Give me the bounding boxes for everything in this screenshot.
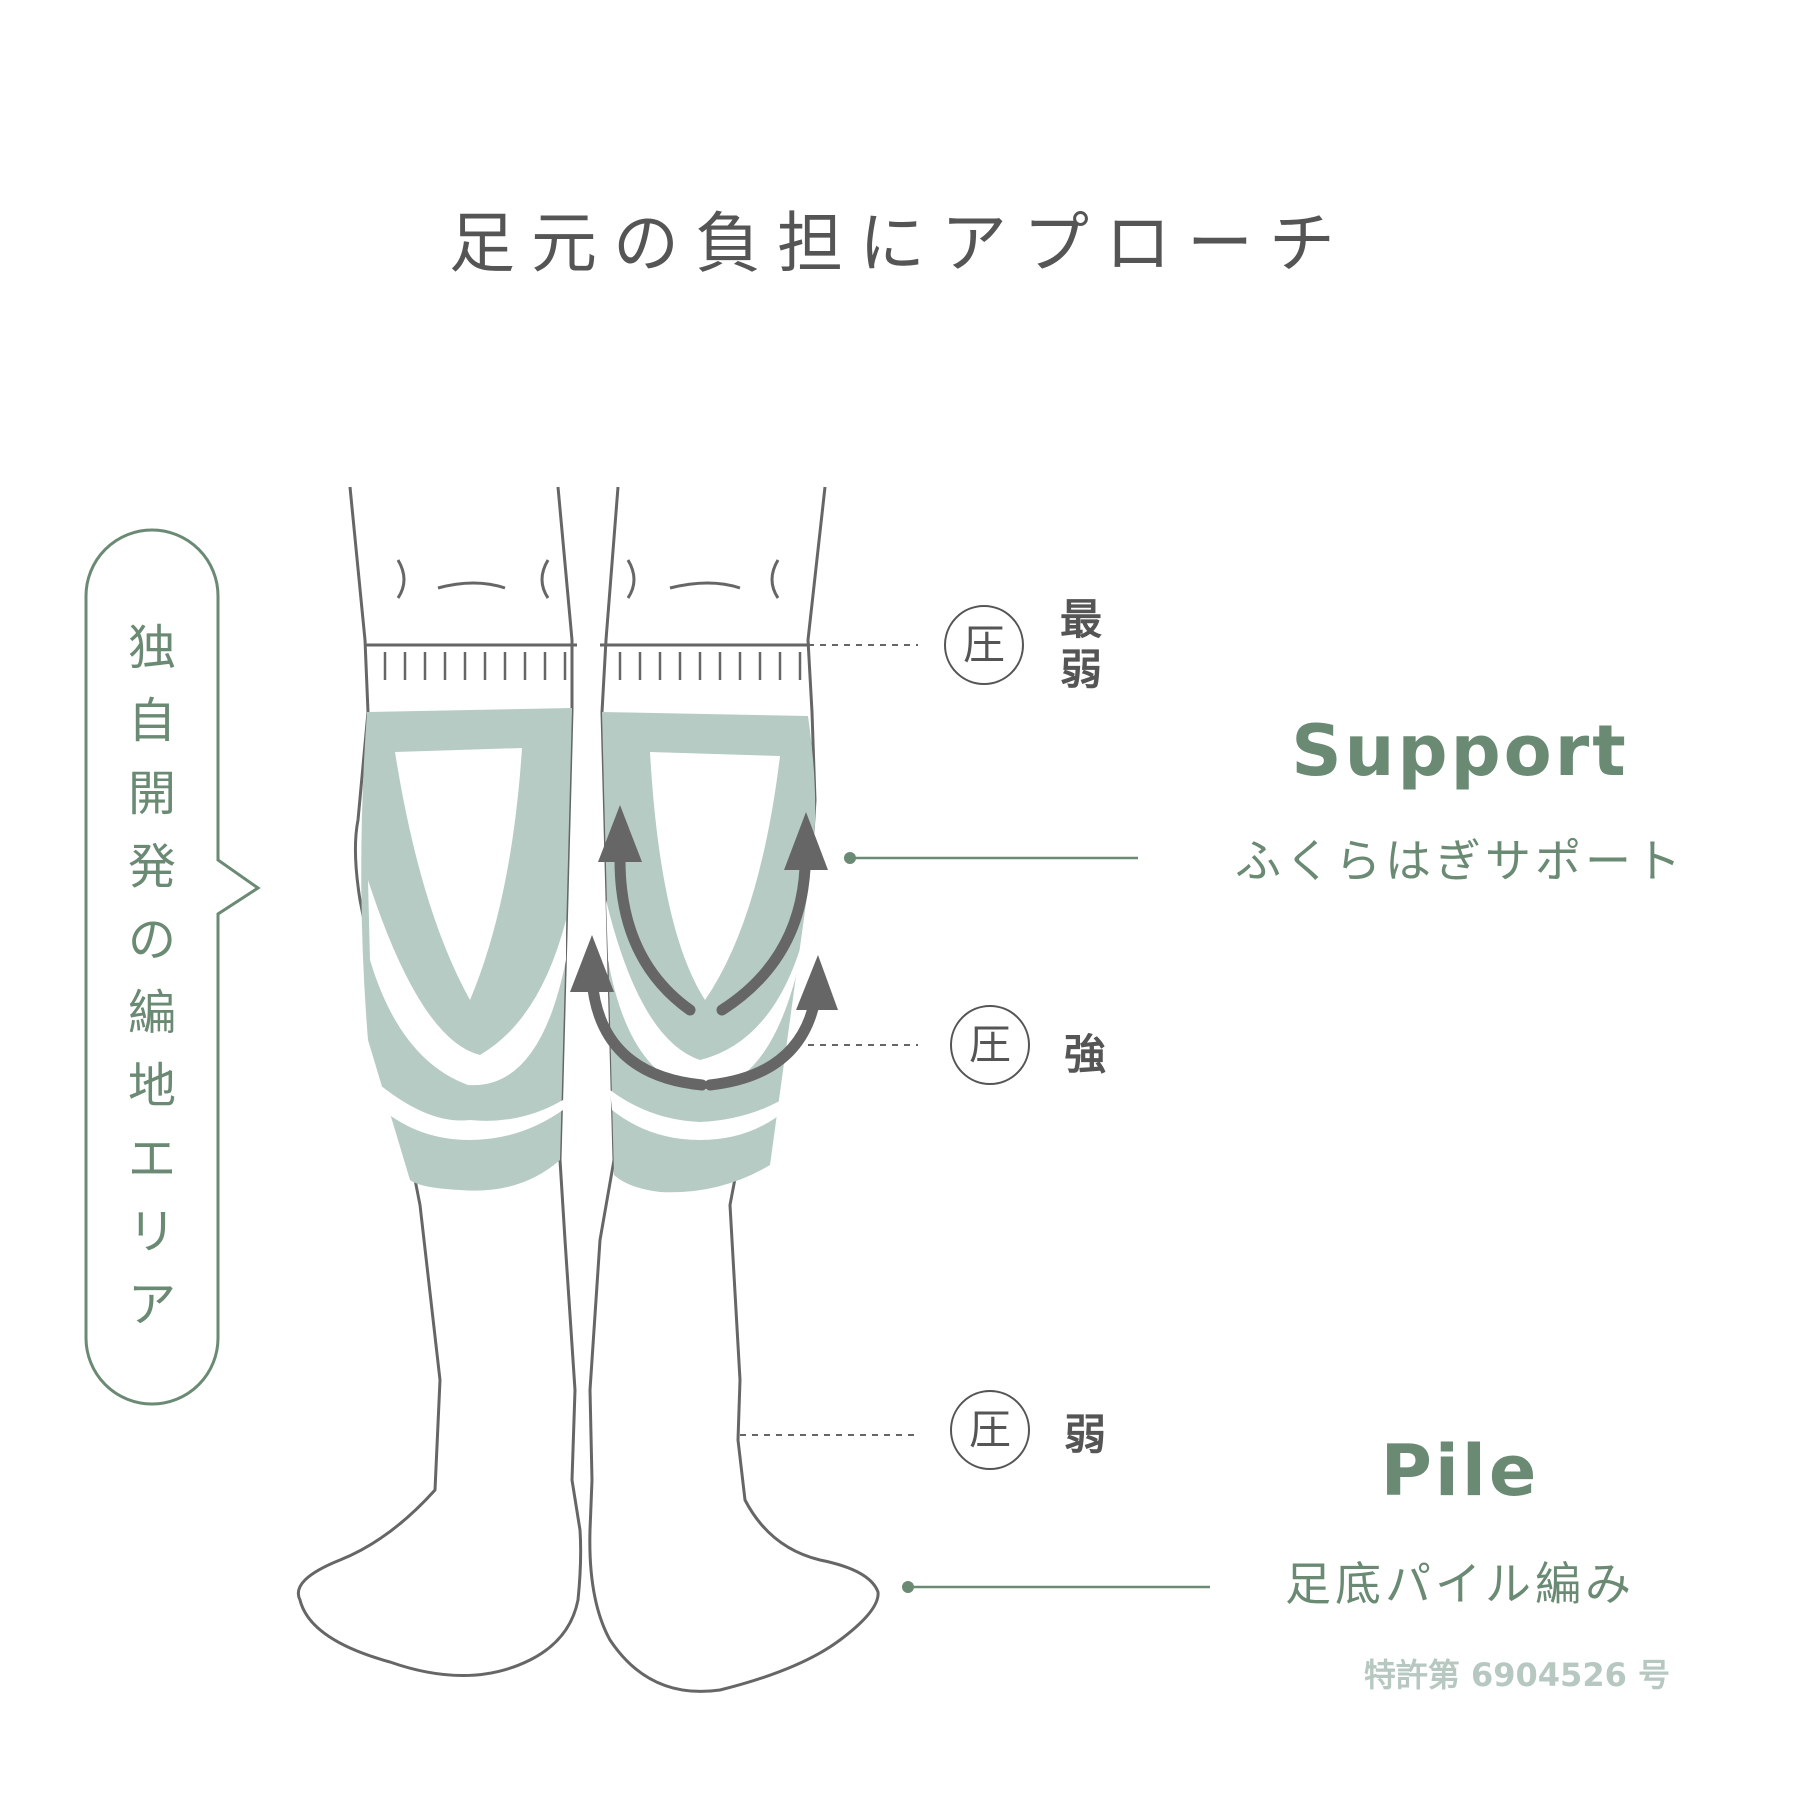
- pressure-label-weakest: 最弱: [1060, 595, 1103, 694]
- patent-number: 特許第 6904526 号: [1363, 1656, 1670, 1694]
- support-arrowheads: [570, 805, 838, 1010]
- pressure-label-strong: 強: [1064, 1030, 1107, 1079]
- support-arrows: [586, 854, 821, 1091]
- pressure-icon: 圧: [950, 1005, 1030, 1085]
- support-title: Support: [1291, 710, 1629, 792]
- bubble-text: 独自開発の編地エリア: [127, 620, 176, 1333]
- left-leg: [297, 486, 583, 1677]
- pressure-icon: 圧: [950, 1390, 1030, 1470]
- pile-subtitle: 足底パイル編み: [1285, 1557, 1635, 1611]
- speech-bubble: [84, 528, 261, 1406]
- right-cuff-ribs: [618, 652, 802, 680]
- pressure-label-weak: 弱: [1064, 1410, 1107, 1459]
- pressure-icon: 圧: [944, 605, 1024, 685]
- support-subtitle: ふくらはぎサポート: [1235, 834, 1685, 888]
- right-leg: [588, 486, 880, 1693]
- left-cuff-ribs: [383, 652, 567, 680]
- pile-title: Pile: [1380, 1430, 1540, 1512]
- page-title: 足元の負担にアプローチ: [449, 205, 1351, 282]
